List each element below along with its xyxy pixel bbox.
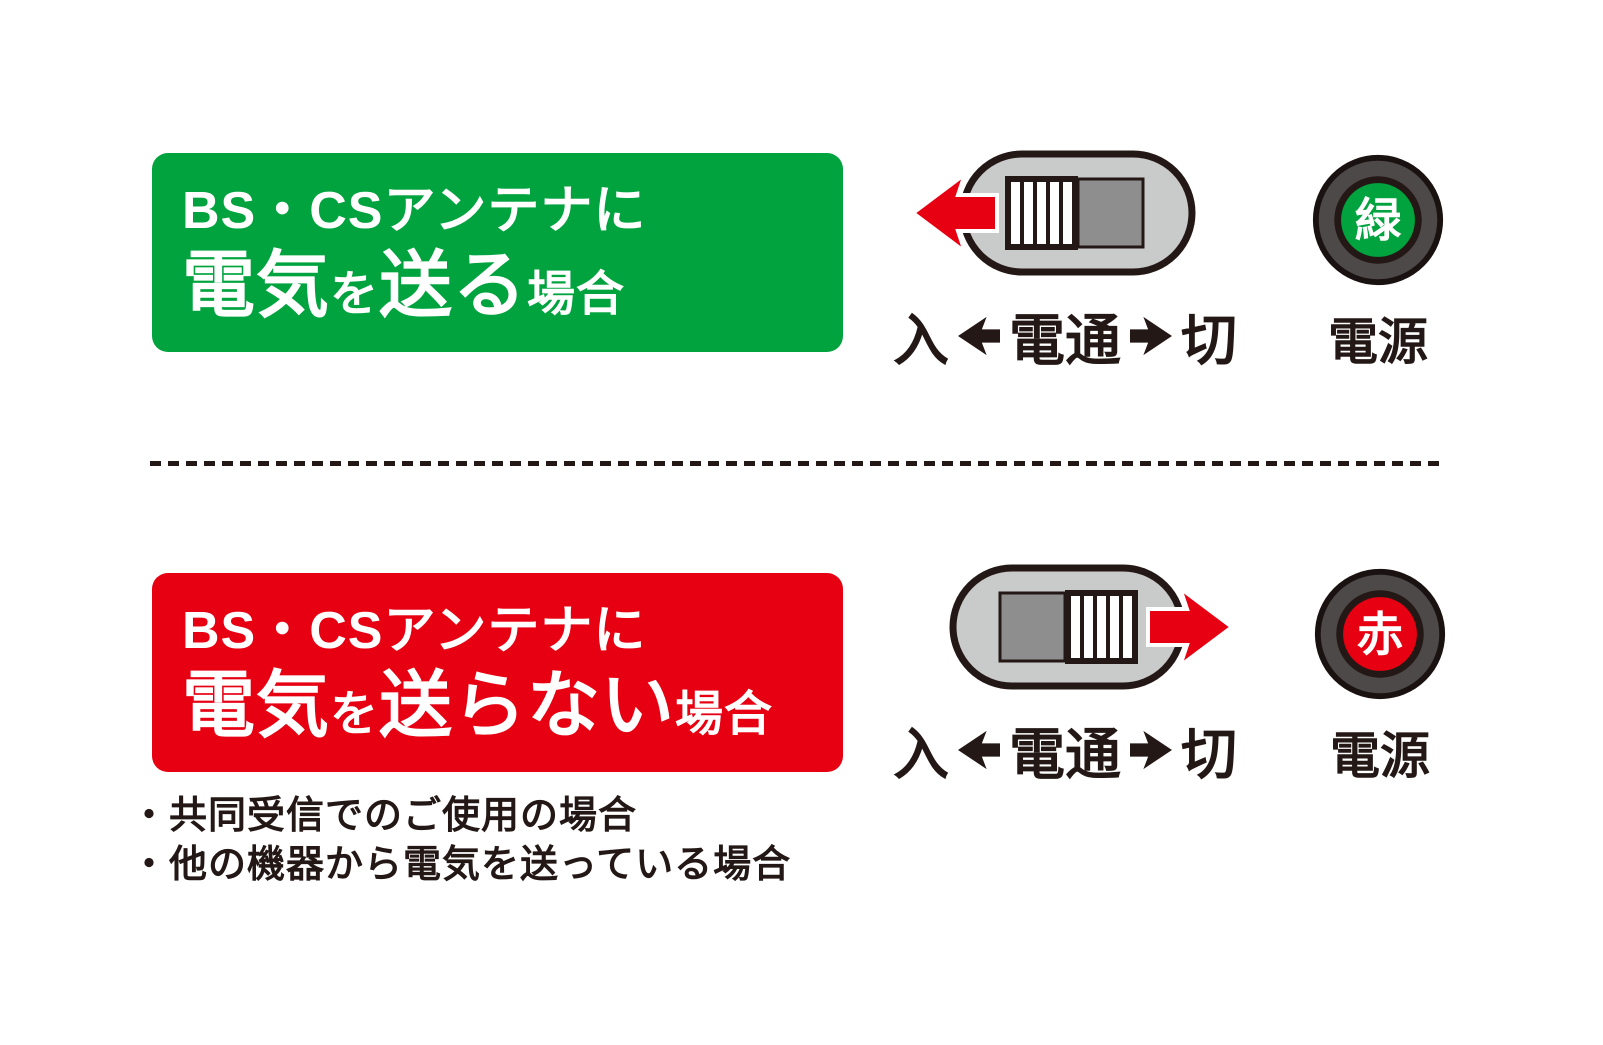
- switch-grip-ribs: [1071, 596, 1132, 658]
- switch-direction-label-send: 入 電通 切: [893, 300, 1237, 372]
- send-title-small2: 場合: [527, 268, 626, 322]
- note-shared-reception: ・共同受信でのご使用の場合: [130, 795, 638, 837]
- send-case-title-line1: BS・CSアンテナに: [182, 182, 647, 240]
- green-led-icon: 緑: [1312, 154, 1444, 286]
- send-title-small1: を: [330, 268, 380, 322]
- switch-off-text: 切: [1181, 308, 1237, 372]
- switch-off-text: 切: [1181, 722, 1237, 786]
- switch-grip-ribs: [1011, 182, 1072, 244]
- nosend-case-title-line2: 電気 を 送らない 場合: [182, 668, 843, 745]
- red-arrow-left-icon: [909, 168, 999, 258]
- nosend-title-big1: 電気: [182, 665, 330, 747]
- send-power-case-box: BS・CSアンテナに 電気 を 送る 場合: [152, 153, 843, 352]
- switch-direction-label-nosend: 入 電通 切: [893, 714, 1237, 786]
- arrow-left-icon: [958, 730, 1000, 770]
- red-arrow-right-icon: [1146, 582, 1236, 672]
- note-other-device-power: ・他の機器から電気を送っている場合: [130, 844, 792, 886]
- power-label-nosend: 電源: [1330, 728, 1430, 784]
- power-led-red: 赤: [1312, 566, 1448, 702]
- nosend-title-small2: 場合: [675, 688, 774, 742]
- send-title-big2: 送る: [379, 245, 528, 327]
- nosend-case-title-line1: BS・CSアンテナに: [182, 602, 647, 660]
- slide-switch-off-figure: [900, 563, 1240, 693]
- no-send-power-case-box: BS・CSアンテナに 電気 を 送らない 場合: [152, 573, 843, 772]
- red-led-icon: 赤: [1314, 568, 1446, 700]
- slide-switch-on-illustration: [909, 150, 1196, 276]
- switch-center-text: 電通: [1009, 722, 1121, 786]
- arrow-left-icon: [958, 316, 1000, 356]
- no-send-notes: ・共同受信でのご使用の場合 ・他の機器から電気を送っている場合: [130, 792, 791, 890]
- led-color-char: 赤: [1357, 609, 1404, 661]
- led-lens-red: [1343, 597, 1417, 671]
- arrow-right-icon: [1130, 730, 1172, 770]
- switch-on-text: 入: [893, 308, 949, 372]
- nosend-title-big2: 送らない: [379, 665, 676, 747]
- led-color-char: 緑: [1355, 195, 1402, 247]
- switch-knob: [998, 591, 1067, 663]
- send-title-big1: 電気: [182, 245, 330, 327]
- switch-knob: [1076, 177, 1145, 249]
- switch-center-text: 電通: [1009, 308, 1121, 372]
- slide-switch-on-figure: [905, 149, 1245, 279]
- power-label-send: 電源: [1328, 314, 1428, 370]
- send-case-title-line2: 電気 を 送る 場合: [182, 248, 843, 325]
- nosend-title-small1: を: [330, 688, 380, 742]
- arrow-right-icon: [1130, 316, 1172, 356]
- dashed-divider: [150, 461, 1443, 466]
- slide-switch-off-illustration: [949, 564, 1236, 690]
- led-lens-green: [1341, 183, 1415, 257]
- power-led-green: 緑: [1310, 152, 1446, 288]
- switch-on-text: 入: [893, 722, 949, 786]
